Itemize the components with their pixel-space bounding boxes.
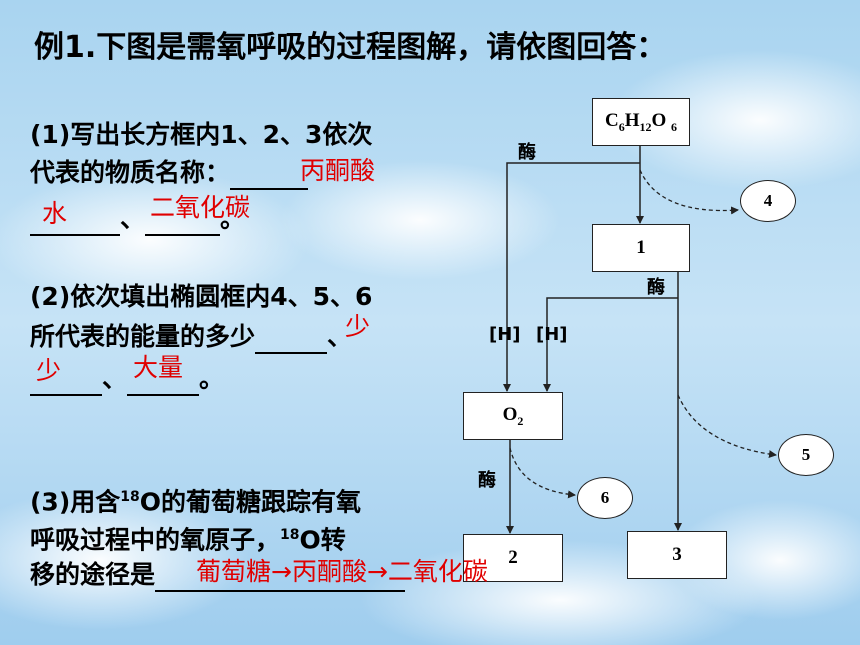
box-2: 2: [463, 534, 563, 582]
q2-blank-2[interactable]: [30, 370, 102, 396]
o2-formula: O2: [502, 403, 524, 428]
q2-separator-2: 、: [102, 364, 128, 393]
q3-line1-b: O的葡萄糖跟踪有氧: [139, 487, 361, 517]
q1-answer-1: 丙酮酸: [300, 156, 376, 185]
arrow-energy-4: [639, 169, 739, 215]
arrow-energy-6: [509, 447, 576, 499]
q3-isotope-1: 18: [120, 489, 140, 505]
hydrogen-label-1: [H]: [489, 324, 521, 345]
q3-line3: 移的途径是: [30, 558, 406, 592]
q1-answer-3: 二氧化碳: [150, 193, 251, 222]
q2-separator-1: 、: [327, 322, 353, 351]
q3-line2-a: 呼吸过程中的氧原子，: [30, 525, 281, 555]
q1-line2: 代表的物质名称：: [30, 156, 309, 190]
q1-line3: 、。: [30, 202, 245, 236]
q1-blank-2[interactable]: [30, 210, 120, 236]
oval-5: 5: [778, 434, 834, 476]
arrow-h-to-o2-left: [503, 162, 640, 392]
o2-box: O2: [463, 392, 563, 440]
q2-answer-1: 少: [345, 312, 371, 341]
q1-blank-3[interactable]: [145, 210, 221, 236]
q3-line2: 呼吸过程中的氧原子，18O转: [30, 518, 346, 557]
box-3: 3: [627, 531, 727, 579]
enzyme-label-1: 酶: [518, 142, 536, 163]
page-title: 例1.下图是需氧呼吸的过程图解，请依图回答：: [34, 30, 667, 65]
q1-answer-2: 水: [42, 199, 68, 228]
hydrogen-label-2: [H]: [536, 324, 568, 345]
q3-answer: 葡萄糖→丙酮酸→二氧化碳: [196, 557, 488, 586]
enzyme-label-2: 酶: [647, 277, 665, 298]
q1-prompt: 代表的物质名称：: [30, 158, 231, 187]
q2-line2: 所代表的能量的多少 、: [30, 320, 352, 354]
arrow-energy-5: [677, 394, 777, 459]
q2-answer-3: 大量: [133, 353, 184, 382]
q3-isotope-2: 18: [280, 527, 300, 543]
oval-4: 4: [740, 180, 796, 222]
q2-line3: 、。: [30, 362, 224, 396]
q3-line1-a: (3)用含: [30, 487, 121, 517]
glucose-formula: C6H12O 6: [604, 109, 678, 134]
q2-end: 。: [199, 364, 225, 393]
q3-line1: (3)用含18O的葡萄糖跟踪有氧: [30, 480, 361, 519]
q2-blank-3[interactable]: [127, 370, 200, 396]
q1-blank-1[interactable]: [230, 164, 309, 190]
q1-separator: 、: [120, 204, 146, 233]
q3-blank[interactable]: [155, 566, 406, 592]
q2-blank-1[interactable]: [255, 328, 328, 354]
q1-line1: (1)写出长方框内1、2、3依次: [30, 120, 373, 149]
q2-prompt: 所代表的能量的多少: [30, 322, 256, 351]
q3-line2-b: O转: [299, 525, 346, 555]
q2-answer-2: 少: [36, 356, 62, 385]
q1-end: 。: [220, 204, 246, 233]
box-1: 1: [592, 224, 690, 272]
glucose-box: C6H12O 6: [592, 98, 690, 146]
oval-6: 6: [577, 477, 633, 519]
arrow-h-to-o2-right: [543, 297, 678, 392]
enzyme-label-3: 酶: [478, 470, 496, 491]
q2-line1: (2)依次填出椭圆框内4、5、6: [30, 282, 373, 311]
q3-prompt: 移的途径是: [30, 560, 156, 589]
